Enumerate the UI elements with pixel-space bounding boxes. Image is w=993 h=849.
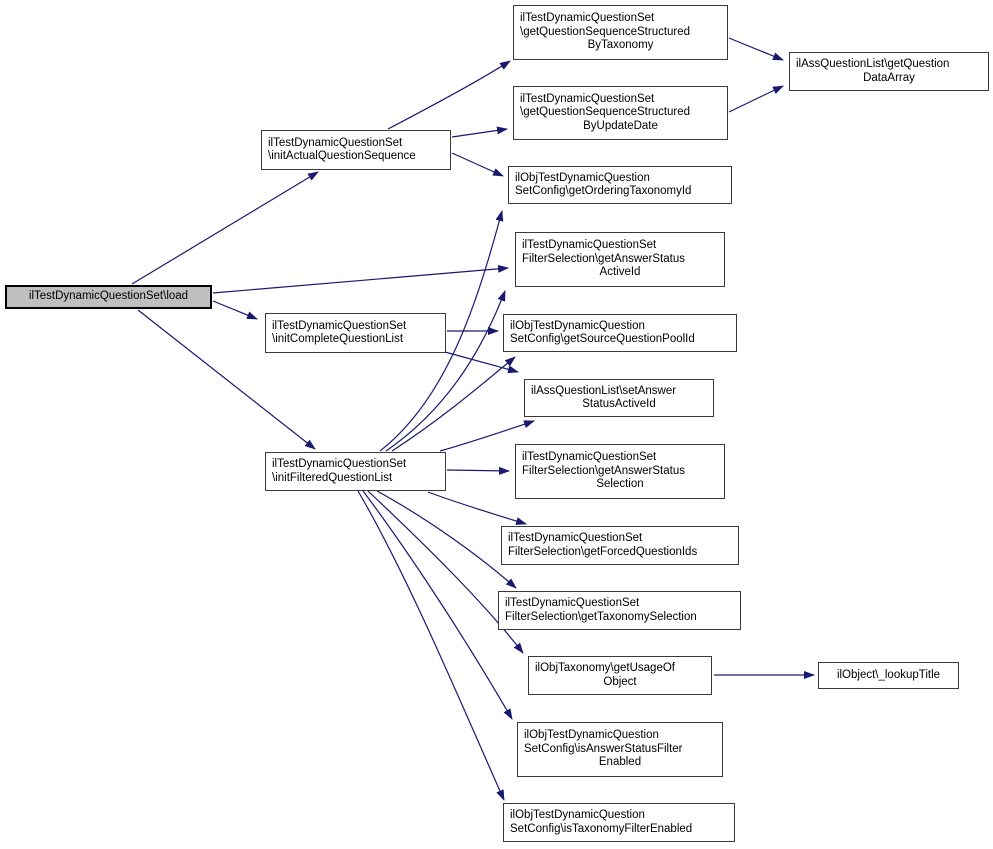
node-label: ilTestDynamicQuestionSet — [522, 239, 657, 252]
edge-initFilteredQuestionList-isTaxonomyFilterEnabled — [357, 490, 505, 801]
node-label: ilTestDynamicQuestionSet — [508, 532, 643, 545]
node-label: ilTestDynamicQuestionSet — [272, 319, 407, 332]
node-label: ilObjTaxonomy\getUsageOf — [535, 662, 675, 675]
node-get-question-sequence-structured-by-update-date[interactable]: ilTestDynamicQuestionSet \getQuestionSeq… — [513, 86, 728, 140]
node-label: SetConfig\isAnswerStatusFilter — [524, 742, 683, 755]
node-get-usage-of-object[interactable]: ilObjTaxonomy\getUsageOf Object — [528, 656, 712, 695]
node-label: ByTaxonomy — [587, 39, 654, 52]
node-label: ilObjTestDynamicQuestion — [510, 809, 645, 822]
node-label: ByUpdateDate — [583, 119, 658, 132]
edge-initActualQuestionSequence-getQuestionSequenceStructuredByTaxonomy — [387, 60, 511, 130]
node-is-taxonomy-filter-enabled[interactable]: ilObjTestDynamicQuestion SetConfig\isTax… — [503, 803, 735, 842]
node-init-filtered-question-list[interactable]: ilTestDynamicQuestionSet \initFilteredQu… — [265, 452, 446, 491]
node-label: ilTestDynamicQuestionSet — [522, 451, 657, 464]
node-label: \getQuestionSequenceStructured — [520, 25, 691, 38]
node-get-taxonomy-selection[interactable]: ilTestDynamicQuestionSet FilterSelection… — [498, 591, 741, 630]
node-label: Object — [603, 675, 637, 688]
node-lookup-title[interactable]: ilObject\_lookupTitle — [818, 662, 959, 689]
edge-initFilteredQuestionList-getAnswerStatusActiveId — [385, 290, 506, 452]
node-get-answer-status-active-id[interactable]: ilTestDynamicQuestionSet FilterSelection… — [515, 232, 725, 287]
node-label: \initCompleteQuestionList — [272, 333, 404, 345]
node-get-forced-question-ids[interactable]: ilTestDynamicQuestionSet FilterSelection… — [501, 526, 739, 565]
edge-initActualQuestionSequence-getOrderingTaxonomyId — [451, 152, 504, 177]
node-label: \getQuestionSequenceStructured — [520, 106, 691, 119]
node-label: ActiveId — [599, 266, 641, 279]
edge-initFilteredQuestionList-getOrderingTaxonomyId — [379, 210, 504, 452]
node-get-question-sequence-structured-by-taxonomy[interactable]: ilTestDynamicQuestionSet \getQuestionSeq… — [513, 5, 728, 60]
node-init-complete-question-list[interactable]: ilTestDynamicQuestionSet \initCompleteQu… — [265, 313, 446, 353]
edge-initFilteredQuestionList-getTaxonomySelection — [376, 490, 517, 589]
node-label: ilObjTestDynamicQuestion — [510, 319, 645, 332]
node-label: Selection — [596, 478, 644, 491]
edge-initFilteredQuestionList-isAnswerStatusFilterEnabled — [362, 490, 513, 720]
edge-load-initFilteredQuestionList — [137, 309, 316, 450]
node-label: \initFilteredQuestionList — [272, 471, 393, 484]
node-label: ilAssQuestionList\setAnswer — [531, 384, 677, 397]
node-init-actual-question-sequence[interactable]: ilTestDynamicQuestionSet \initActualQues… — [261, 130, 451, 170]
node-load[interactable]: ilTestDynamicQuestionSet\load — [5, 285, 212, 309]
node-get-question-data-array[interactable]: ilAssQuestionList\getQuestion DataArray — [789, 52, 989, 91]
node-label: ilAssQuestionList\getQuestion — [796, 58, 950, 71]
node-label: ilTestDynamicQuestionSet\load — [28, 290, 189, 303]
node-set-answer-status-active-id[interactable]: ilAssQuestionList\setAnswer StatusActive… — [524, 379, 714, 417]
node-label: ilTestDynamicQuestionSet — [520, 12, 655, 25]
edge-initActualQuestionSequence-getQuestionSequenceStructuredByUpdateDate — [451, 126, 508, 138]
edge-initFilteredQuestionList-getUsageOfObject — [367, 490, 524, 654]
node-is-answer-status-filter-enabled[interactable]: ilObjTestDynamicQuestion SetConfig\isAns… — [517, 722, 723, 777]
node-get-answer-status-selection[interactable]: ilTestDynamicQuestionSet FilterSelection… — [515, 444, 725, 499]
edge-initCompleteQuestionList-setAnswerStatusActiveId — [444, 351, 519, 374]
edge-load-getAnswerStatusActiveId — [212, 264, 509, 294]
node-label: FilterSelection\getForcedQuestionIds — [508, 545, 698, 558]
edge-initFilteredQuestionList-getSourceQuestionPoolId — [391, 356, 516, 452]
edge-getQuestionSequenceStructuredByTaxonomy-getQuestionDataArray — [728, 37, 784, 61]
node-label: ilObjTestDynamicQuestion — [515, 171, 650, 184]
node-label: FilterSelection\getAnswerStatus — [522, 252, 685, 265]
node-get-ordering-taxonomy-id[interactable]: ilObjTestDynamicQuestion SetConfig\getOr… — [508, 166, 732, 204]
node-label: StatusActiveId — [582, 398, 656, 410]
node-label: ilTestDynamicQuestionSet — [272, 458, 407, 471]
node-label: \initActualQuestionSequence — [268, 150, 416, 162]
node-label: ilTestDynamicQuestionSet — [520, 92, 655, 105]
edge-initFilteredQuestionList-getAnswerStatusSelection — [446, 466, 510, 475]
node-get-source-question-pool-id[interactable]: ilObjTestDynamicQuestion SetConfig\getSo… — [503, 314, 737, 352]
edge-load-initCompleteQuestionList — [212, 300, 258, 320]
node-label: SetConfig\isTaxonomyFilterEnabled — [510, 822, 693, 835]
node-label: Enabled — [598, 756, 642, 769]
node-label: SetConfig\getOrderingTaxonomyId — [515, 185, 692, 197]
edge-load-initActualQuestionSequence — [131, 171, 319, 285]
node-label: FilterSelection\getAnswerStatus — [522, 464, 685, 477]
edge-initFilteredQuestionList-setAnswerStatusActiveId — [439, 420, 535, 452]
node-label: SetConfig\getSourceQuestionPoolId — [510, 333, 695, 345]
node-label: ilTestDynamicQuestionSet — [505, 597, 640, 610]
node-label: ilTestDynamicQuestionSet — [268, 136, 403, 149]
edge-getQuestionSequenceStructuredByUpdateDate-getQuestionDataArray — [728, 85, 784, 113]
edge-initFilteredQuestionList-getForcedQuestionIds — [427, 491, 527, 525]
node-label: FilterSelection\getTaxonomySelection — [505, 610, 697, 623]
node-label: ilObjTestDynamicQuestion — [524, 729, 659, 742]
node-label: ilObject\_lookupTitle — [836, 668, 941, 681]
node-label: DataArray — [863, 71, 915, 84]
